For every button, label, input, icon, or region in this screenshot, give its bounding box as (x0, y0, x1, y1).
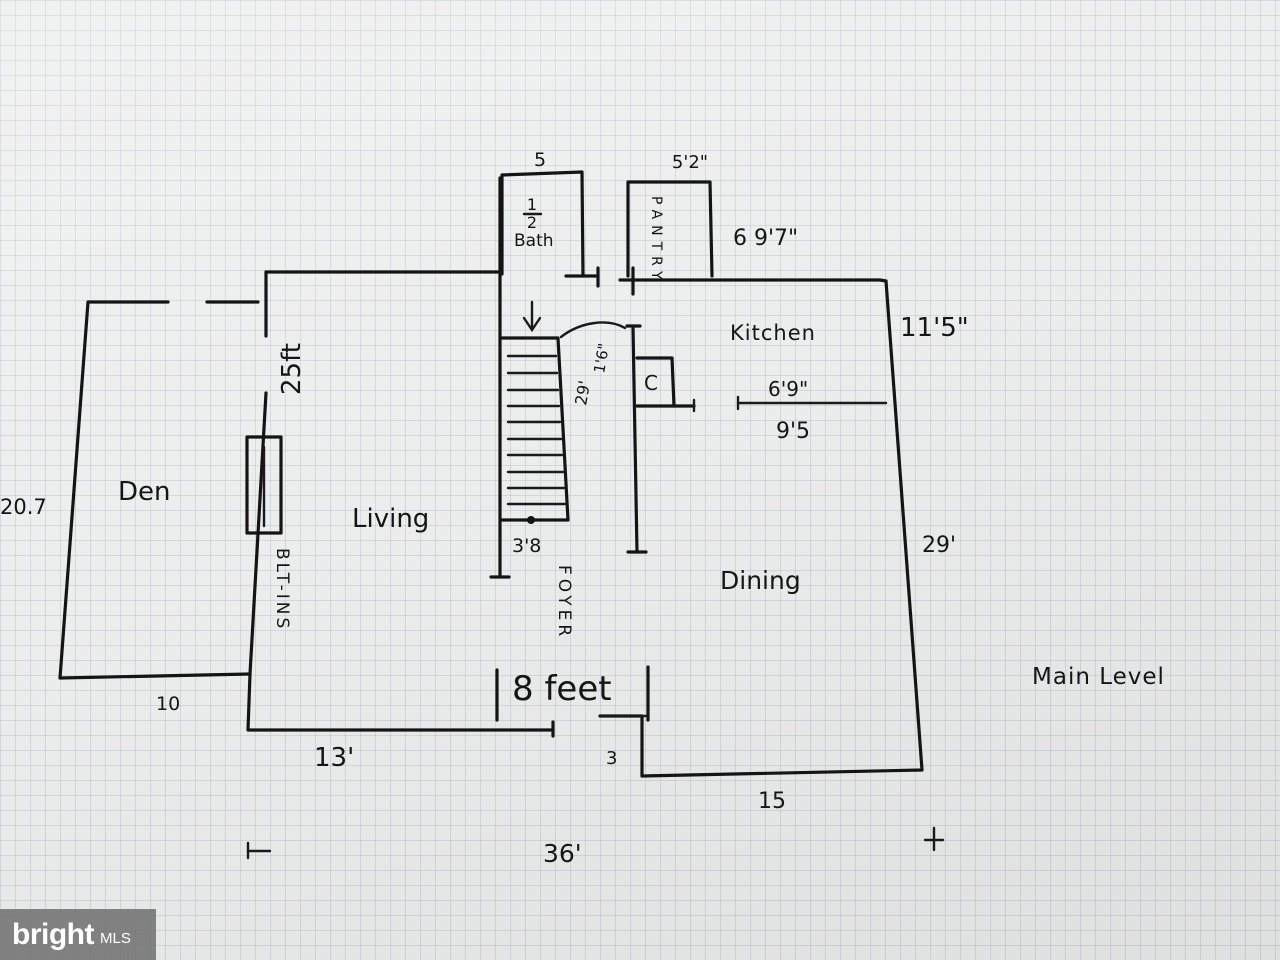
stair-length-label: 29' (571, 379, 594, 407)
foyer-width-label: 8 feet (512, 669, 612, 709)
closet-width-label: 1'6" (590, 342, 613, 375)
closet-label: C (644, 371, 658, 395)
dining-label: Dining (720, 566, 801, 595)
foyer-label: FOYER (554, 565, 574, 640)
kitchen-width-bottom-label: 9'5 (776, 419, 810, 444)
living-walls (246, 176, 555, 732)
kitchen-depth-label: 11'5" (900, 313, 969, 343)
den-outline (58, 300, 252, 680)
half-bath-walls (500, 170, 600, 288)
dining-offset-label: 3 (606, 748, 617, 769)
dining-width-label: 15 (758, 789, 786, 814)
bright-mls-watermark: bright MLS (0, 909, 156, 960)
den-depth-label: 20.7 (0, 495, 47, 519)
built-ins-label: BLT-INS (272, 548, 292, 631)
pantry-walls (626, 180, 714, 296)
den-label: Den (118, 477, 171, 507)
pantry-width-label: 5'2" (672, 152, 708, 173)
living-label: Living (352, 504, 429, 534)
living-width-label: 13' (314, 743, 354, 773)
bath-width-label: 5 (534, 149, 546, 171)
living-south-wall (246, 672, 555, 732)
kitchen-dining-partition (631, 325, 639, 554)
closet-walls (635, 356, 696, 413)
stair-newel (527, 516, 535, 524)
closet-outline (635, 356, 676, 408)
staircase (500, 300, 627, 524)
den-width-label: 10 (156, 693, 180, 715)
dining-east-wall (640, 279, 924, 778)
overall-width-label: 36' (543, 839, 582, 868)
pantry-depth-label: 6 9'7" (733, 226, 798, 251)
stair-arrow-head (522, 316, 542, 333)
kitchen-label: Kitchen (730, 321, 816, 345)
dining-depth-label: 29' (922, 533, 956, 558)
kitchen-width-top-label: 6'9" (768, 377, 808, 401)
living-depth-label: 25ft (277, 343, 307, 395)
half-bath-fraction-bottom: 2 (527, 213, 537, 232)
half-bath-word: Bath (514, 231, 554, 251)
stair-outline (500, 336, 570, 522)
stair-width-label: 3'8 (512, 535, 541, 557)
den-walls (58, 300, 260, 680)
built-ins-cabinet (245, 435, 283, 535)
pantry-label: PANTRY (648, 196, 664, 286)
main-level-title: Main Level (1032, 664, 1165, 690)
stair-door-swing (559, 321, 627, 339)
half-bath-outline (500, 170, 585, 278)
kitchen-north-wall (618, 278, 888, 283)
watermark-suffix: MLS (99, 930, 131, 947)
pantry-outline (626, 180, 714, 278)
watermark-brand: bright (12, 917, 94, 951)
half-bath-fraction-top: 1 (527, 195, 537, 214)
